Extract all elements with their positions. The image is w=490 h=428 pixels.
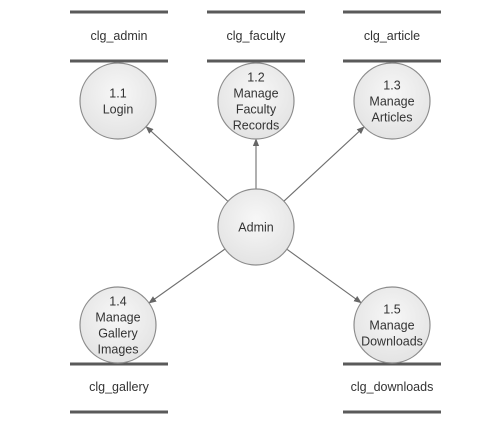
store-clg-article: clg_article	[343, 10, 441, 63]
entity-admin-circle	[217, 188, 295, 266]
stores-layer: clg_admin clg_faculty clg_article clg_galle…	[70, 10, 441, 414]
store-clg-admin-label: clg_admin	[91, 29, 148, 43]
process-1-4-label-line-4: Images	[98, 343, 139, 357]
flow-arrow-process-1-3	[283, 126, 365, 202]
flow-arrow-process-1-1	[145, 126, 229, 202]
process-1-2-label-line-3: Faculty	[236, 103, 277, 117]
store-clg-gallery: clg_gallery	[70, 362, 168, 414]
process-1-2-label-line-2: Manage	[233, 87, 278, 101]
store-clg-article-label: clg_article	[364, 29, 420, 43]
store-clg-faculty-label: clg_faculty	[226, 29, 286, 43]
flows-layer	[145, 126, 365, 304]
process-1-3-label-line-2: Manage	[369, 95, 414, 109]
process-1-5-label-line-1: 1.5	[383, 303, 400, 317]
nodes-layer: 1.1Login1.2ManageFacultyRecords1.3Manage…	[79, 62, 431, 364]
store-clg-faculty: clg_faculty	[207, 10, 305, 63]
flow-arrow-process-1-4	[148, 248, 226, 304]
store-clg-gallery-label: clg_gallery	[89, 380, 150, 394]
process-1-2-label-line-4: Records	[233, 119, 280, 133]
process-1-4-label-line-1: 1.4	[109, 295, 126, 309]
process-1-1-label-line-2: Login	[103, 103, 134, 117]
process-1-3-label-line-3: Articles	[372, 111, 413, 125]
process-1-3-circle	[353, 62, 431, 140]
entity-admin-label-line-1: Admin	[238, 221, 273, 235]
process-1-4-label-line-3: Gallery	[98, 327, 138, 341]
process-1-3-label-line-1: 1.3	[383, 79, 400, 93]
flow-arrow-process-1-5	[286, 248, 362, 304]
process-1-5-label-line-2: Manage	[369, 319, 414, 333]
process-1-4-circle	[79, 286, 157, 364]
entity-admin: Admin	[217, 188, 295, 266]
process-1-2-label-line-1: 1.2	[247, 71, 264, 85]
process-1-1-label-line-1: 1.1	[109, 87, 126, 101]
store-clg-downloads-label: clg_downloads	[351, 380, 434, 394]
process-1-5-circle	[353, 286, 431, 364]
process-1-2-circle	[217, 62, 295, 140]
process-1-5-label-line-3: Downloads	[361, 335, 423, 349]
store-clg-downloads: clg_downloads	[343, 362, 441, 414]
process-1-4-label-line-2: Manage	[95, 311, 140, 325]
store-clg-admin: clg_admin	[70, 10, 168, 63]
process-1-1-circle	[79, 62, 157, 140]
